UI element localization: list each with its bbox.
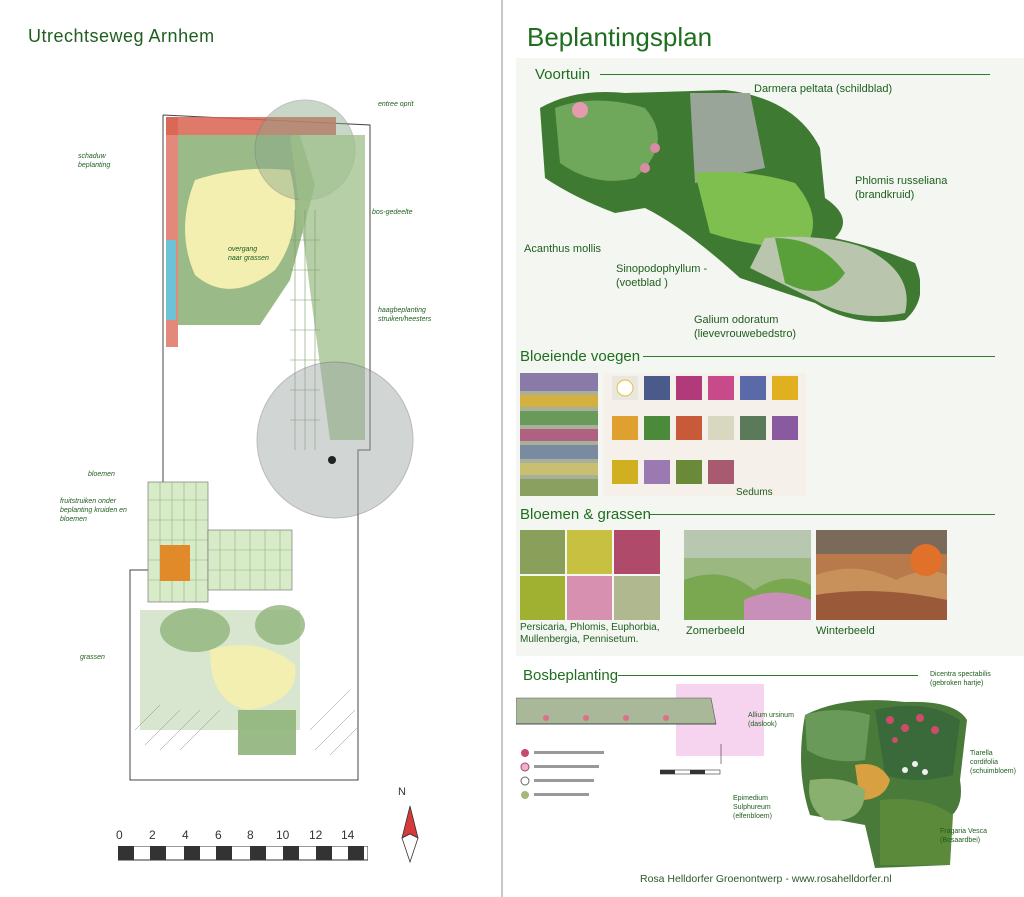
section-voortuin: Voortuin bbox=[535, 66, 591, 83]
annot-grassen: grassen bbox=[80, 654, 105, 661]
scale-bar bbox=[118, 846, 368, 861]
section-drawing bbox=[516, 684, 764, 764]
scale-8: 8 bbox=[247, 828, 254, 842]
scale-12: 12 bbox=[309, 828, 323, 842]
scale-14: 14 bbox=[341, 828, 355, 842]
section-bos: Bosbeplanting bbox=[523, 667, 619, 684]
blue-strip bbox=[166, 240, 176, 320]
annot-entree: entree oprit bbox=[378, 101, 414, 108]
voortuin-collage bbox=[540, 90, 920, 322]
tree-trunk bbox=[328, 456, 336, 464]
scale-10: 10 bbox=[276, 828, 290, 842]
photo-summer bbox=[684, 530, 811, 620]
annot-haag: haagbeplanting struiken/heesters bbox=[378, 307, 432, 323]
label-galium: Galium odoratum (lievevrouwebedstro) bbox=[694, 314, 797, 340]
annot-overgang: overgang naar grassen bbox=[228, 246, 269, 262]
sedum-swatches bbox=[612, 376, 798, 484]
section-bloemen: Bloemen & grassen bbox=[520, 506, 651, 523]
tree-canopy-middle bbox=[256, 361, 414, 519]
photo-grid-flowers bbox=[520, 530, 660, 620]
shed bbox=[160, 545, 190, 581]
photo-paving-joints bbox=[520, 373, 598, 496]
scale-4: 4 bbox=[182, 828, 189, 842]
lawn-yellow bbox=[185, 168, 295, 289]
path-grid bbox=[290, 210, 320, 450]
round-bush-left bbox=[160, 608, 230, 652]
annot-bos: bos-gedeelte bbox=[372, 209, 413, 216]
annot-schaduw: schaduw beplanting bbox=[78, 153, 111, 169]
footer-credit: Rosa Helldorfer Groenontwerp - www.rosah… bbox=[640, 873, 892, 885]
section-scale bbox=[660, 769, 721, 775]
property-outline bbox=[129, 114, 371, 781]
fruit-area bbox=[147, 481, 209, 603]
label-winter: Winterbeeld bbox=[816, 625, 875, 637]
label-phlomis: Phlomis russeliana (brandkruid) bbox=[855, 175, 948, 201]
label-sinopodophyllum: Sinopodophyllum - (voetblad ) bbox=[616, 263, 708, 289]
label-acanthus: Acanthus mollis bbox=[524, 243, 602, 255]
garden-sketch bbox=[129, 99, 414, 781]
voortuin-line bbox=[600, 74, 990, 75]
hedge-planting bbox=[290, 135, 365, 440]
label-flower-list: Persicaria, Phlomis, Euphorbia, Mullenbe… bbox=[520, 622, 660, 645]
fruit-grid bbox=[148, 482, 208, 602]
annot-bloemen: bloemen bbox=[88, 471, 115, 478]
scale-2: 2 bbox=[149, 828, 156, 842]
brick-border bbox=[166, 117, 336, 135]
bos-collage bbox=[801, 700, 967, 868]
bottom-bush bbox=[238, 710, 296, 755]
section-bloeiende: Bloeiende voegen bbox=[520, 348, 641, 365]
label-allium: Allium ursinum (daslook) bbox=[748, 712, 794, 728]
plan-title: Utrechtseweg Arnhem bbox=[28, 26, 215, 46]
label-fragaria: Fragaria Vesca (Bosaardbei) bbox=[940, 828, 988, 844]
bos-line bbox=[618, 675, 918, 676]
bloemen-line bbox=[650, 514, 995, 515]
label-darmera: Darmera peltata (schildblad) bbox=[754, 83, 893, 95]
plan-heading: Beplantingsplan bbox=[527, 22, 713, 52]
round-bush-right bbox=[255, 605, 305, 645]
label-tiarella: Tiarella cordifolia (schuimbloem) bbox=[970, 750, 1016, 775]
lower-lawn bbox=[210, 645, 296, 710]
north-arrow-icon bbox=[401, 805, 419, 864]
section-legend bbox=[520, 749, 604, 799]
page-divider bbox=[501, 0, 503, 897]
label-zomer: Zomerbeeld bbox=[686, 625, 745, 637]
annot-fruit: fruitstruiken onder beplanting kruiden e… bbox=[60, 498, 127, 523]
scale-6: 6 bbox=[215, 828, 222, 842]
label-epimedium: Epimedium Sulphureum (elfenbloem) bbox=[733, 795, 772, 820]
photo-winter bbox=[816, 530, 947, 620]
scale-0: 0 bbox=[116, 828, 123, 842]
bloeiende-line bbox=[643, 356, 995, 357]
label-sedums: Sedums bbox=[736, 487, 773, 498]
hatched-area bbox=[134, 689, 359, 756]
north-label: N bbox=[398, 786, 406, 798]
label-dicentra: Dicentra spectabilis (gebroken hartje) bbox=[930, 671, 991, 687]
